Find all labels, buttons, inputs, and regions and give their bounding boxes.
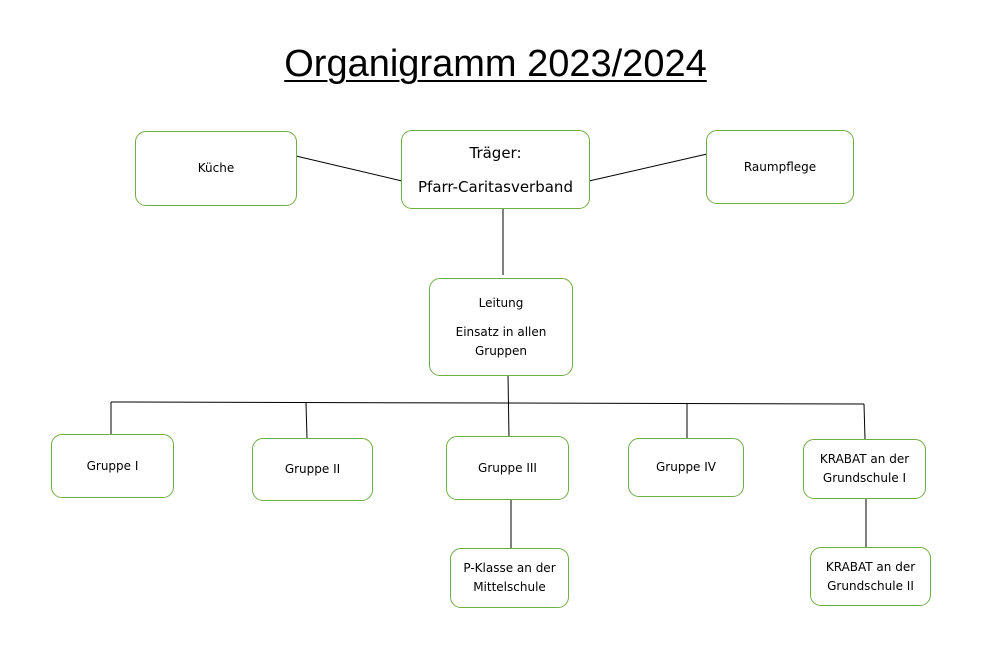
node-pklasse-line2: Mittelschule [473, 580, 546, 594]
node-pklasse-line1: P-Klasse an der [463, 561, 556, 575]
node-krabat-2-line2: Grundschule II [827, 578, 914, 593]
connector-bus [110, 401, 865, 405]
node-raumpflege-label: Raumpflege [743, 159, 817, 174]
node-krabat-1: KRABAT an der Grundschule I [803, 439, 926, 499]
node-krabat-1-line2: Grundschule I [822, 471, 907, 485]
node-leitung: Leitung Einsatz in allen Gruppen [429, 278, 573, 376]
node-gruppe-3: Gruppe III [446, 436, 569, 500]
node-traeger-name: Pfarr-Caritasverband [418, 177, 573, 196]
node-leitung-desc-line1: Einsatz in allen [455, 324, 547, 339]
node-gruppe-4: Gruppe IV [628, 438, 744, 497]
node-gruppe-1: Gruppe I [51, 434, 174, 498]
node-krabat-2: KRABAT an der Grundschule II [810, 547, 931, 606]
node-gruppe-2-label: Gruppe II [284, 462, 341, 476]
node-kueche: Küche [135, 131, 297, 206]
connector-kueche-traeger [295, 155, 403, 182]
node-gruppe-1-label: Gruppe I [86, 458, 139, 473]
node-leitung-desc-line2: Gruppen [474, 343, 528, 358]
connector-leitung-bus [507, 374, 510, 439]
node-traeger: Träger: Pfarr-Caritasverband [401, 130, 590, 209]
connector-traeger-raumpflege [588, 153, 708, 182]
node-gruppe-2: Gruppe II [252, 438, 373, 501]
page-title: Organigramm 2023/2024 [284, 43, 707, 85]
node-kueche-label: Küche [197, 161, 235, 175]
node-krabat-2-line1: KRABAT an der [825, 559, 916, 574]
connector-bus-gruppe2 [305, 402, 308, 439]
node-leitung-label: Leitung [478, 295, 524, 310]
node-gruppe-4-label: Gruppe IV [655, 460, 717, 474]
node-gruppe-3-label: Gruppe III [478, 460, 537, 475]
node-pklasse: P-Klasse an der Mittelschule [450, 548, 569, 608]
node-krabat-1-line1: KRABAT an der [819, 452, 910, 466]
connector-bus-krabat1 [863, 403, 866, 440]
node-raumpflege: Raumpflege [706, 130, 854, 204]
node-traeger-label: Träger: [469, 143, 522, 162]
